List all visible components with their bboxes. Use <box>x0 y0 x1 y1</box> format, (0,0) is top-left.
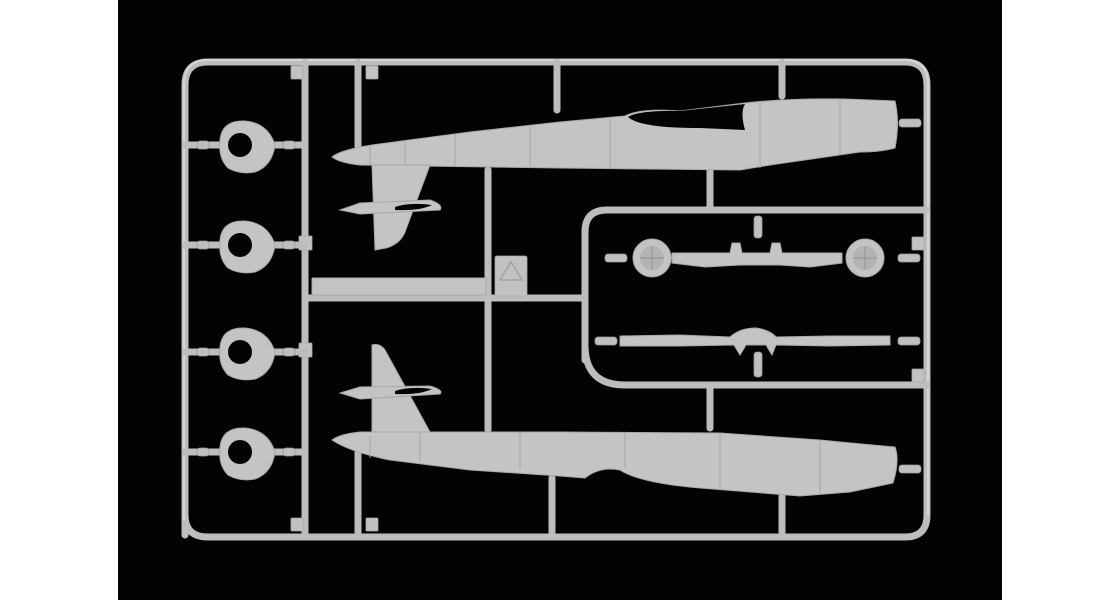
recycle-triangle-icon <box>498 260 524 281</box>
fuselage-half-upper <box>331 98 922 251</box>
gear-door <box>619 327 891 357</box>
frame-label <box>311 277 487 296</box>
fuselage-half-lower <box>331 344 922 497</box>
part-number-tabs <box>290 65 925 532</box>
landing-gear-parts <box>594 215 921 378</box>
recycle-mark <box>494 255 528 297</box>
engine-cowlings <box>181 120 309 481</box>
cowling-part <box>181 120 309 174</box>
cowling-part <box>181 220 309 274</box>
wheel-part <box>604 238 672 278</box>
cross-runners <box>301 166 931 389</box>
cowling-part <box>181 427 309 481</box>
wheel-part <box>845 238 921 278</box>
cowling-part <box>181 327 309 381</box>
landing-gear-strut <box>671 242 843 268</box>
